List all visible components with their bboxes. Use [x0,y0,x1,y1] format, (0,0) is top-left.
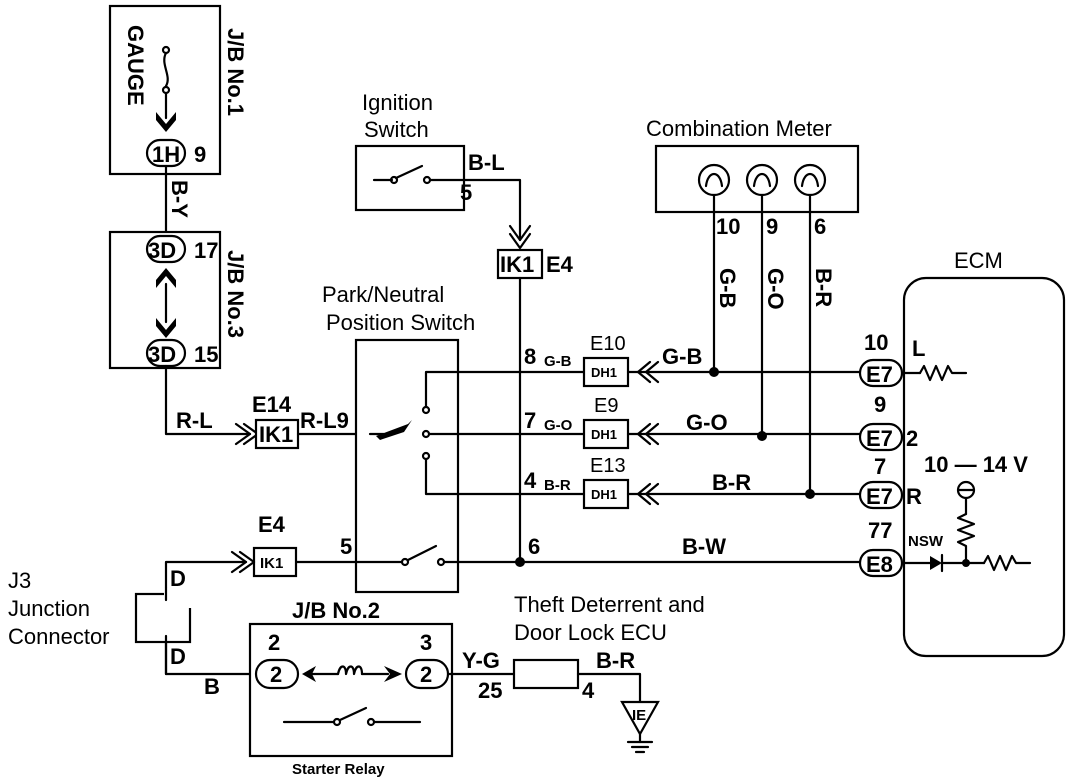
meter-wire-1: G-B [715,268,740,308]
pnp-pin7: 7 [524,408,536,433]
ignition-pin: 5 [460,180,472,205]
jb1-wire-label: B-Y [167,180,192,218]
jb3-connector-top: 3D [148,238,176,263]
ik1-e4-top-code: E4 [546,252,574,277]
jb2-title: J/B No.2 [292,598,380,623]
e10-connector: G-B E10 DH1 [544,333,630,388]
jb1-block: GAUGE J/B No.1 1H 9 [108,4,248,176]
combination-meter: Combination Meter 10 9 6 G-B G-O B-R [646,116,860,310]
ecm-pin4-term: NSW [908,533,944,550]
pnp-pin6: 6 [528,534,540,559]
j3-pin-top: D [170,566,186,591]
e10-code: E10 [590,333,626,355]
j3-line2: Junction [8,596,90,621]
jb2-conn-left: 2 [270,662,282,687]
ignition-switch: Ignition Switch B-L 5 [354,90,505,212]
pnp-title-2: Position Switch [326,310,475,335]
ecm-pin1-num: 10 [864,330,888,355]
theft-deterrent-ecu: Theft Deterrent and Door Lock ECU Y-G 25… [462,592,705,754]
j3-pin-bottom: D [170,644,186,669]
ecm-voltage: 10 — 14 V [924,452,1028,477]
e13-code: E13 [590,455,626,477]
wire-bw-label: B-W [682,534,726,559]
e13-pin-wire: B-R [544,477,571,494]
jb2-pin-left: 2 [268,630,280,655]
ik1-e4-top: IK1 E4 [496,248,574,280]
jb2-pin-right: 3 [420,630,432,655]
jb3-pin-bottom: 15 [194,342,218,367]
starter-relay-label: Starter Relay [292,761,385,778]
jb3-connector-bottom: 3D [148,342,176,367]
meter-wire-3: B-R [811,268,836,307]
pnp-pin8: 8 [524,344,536,369]
j3-wire-label: B [204,674,220,699]
jb1-pin: 9 [194,142,206,167]
e4-low-code: E4 [258,512,286,537]
theft-ecu-line2: Door Lock ECU [514,620,667,645]
e14-connector: E14 IK1 [252,392,300,450]
ecm-pin1-term: L [912,336,925,361]
meter-pin-2: 9 [766,214,778,239]
theft-ecu-wire-out: B-R [596,648,635,673]
meter-pin-3: 6 [814,214,826,239]
meter-pin-1: 10 [716,214,740,239]
jb1-connector: 1H [152,142,180,167]
e13-label: DH1 [591,487,617,502]
ecm-pin2-num: 9 [874,392,886,417]
jb3-title: J/B No.3 [223,250,248,338]
ignition-title-1: Ignition [362,90,433,115]
jb3-pin-top: 17 [194,238,218,263]
ecm-pin3-term: R [906,484,922,509]
ecm-pin4-conn: E8 [866,552,893,577]
wire-br-label: B-R [712,470,751,495]
ecm-pin3-num: 7 [874,454,886,479]
theft-ecu-wire-in: Y-G [462,648,500,673]
e9-code: E9 [594,395,618,417]
pnp-pin9-label: R-L9 [300,408,349,433]
wire-gb-label: G-B [662,344,702,369]
meter-wire-2: G-O [763,268,788,310]
jb3-block: 3D 17 3D 15 J/B No.3 [108,230,248,370]
theft-ecu-line1: Theft Deterrent and [514,592,705,617]
rl-wire-label: R-L [176,408,213,433]
ground-label: IE [632,707,646,724]
e14-code: E14 [252,392,292,417]
e4-low-connector: E4 IK1 [252,512,298,578]
j3-line1: J3 [8,568,31,593]
e10-pin-wire: G-B [544,353,572,370]
combination-meter-title: Combination Meter [646,116,832,141]
pnp-switch: Park/Neutral Position Switch 5 6 8 7 4 [290,282,862,594]
ignition-wire-label: B-L [468,150,505,175]
e14-label: IK1 [259,422,293,447]
ecm-title: ECM [954,248,1003,273]
e13-connector: B-R E13 DH1 [544,455,630,510]
e4-low-label: IK1 [260,555,283,572]
ecm-pin3-conn: E7 [866,484,893,509]
e9-connector: G-O E9 DH1 [544,395,630,450]
theft-ecu-pin-in: 25 [478,678,502,703]
e9-pin-wire: G-O [544,417,573,434]
wire-go-label: G-O [686,410,728,435]
theft-ecu-pin-out: 4 [582,678,595,703]
ecm: ECM 10 E7 L 9 E7 2 7 E7 R 77 E8 NSW 10 —… [858,248,1066,658]
jb1-title: J/B No.1 [223,28,248,116]
ecm-pin4-num: 77 [868,518,892,543]
pnp-title-1: Park/Neutral [322,282,444,307]
ecm-pin2-conn: E7 [866,426,893,451]
jb2-conn-right: 2 [420,662,432,687]
j3-line3: Connector [8,624,110,649]
jb1-fuse-label: GAUGE [123,25,148,106]
e9-label: DH1 [591,427,617,442]
e10-label: DH1 [591,365,617,380]
ignition-title-2: Switch [364,117,429,142]
j3-junction-connector: J3 Junction Connector D D [8,566,198,676]
ik1-e4-top-label: IK1 [500,252,534,277]
ecm-pin2-term: 2 [906,426,918,451]
jb2-block: J/B No.2 2 3 2 2 Starter Relay [248,598,454,778]
pnp-pin4: 4 [524,468,537,493]
pnp-pin5: 5 [340,534,352,559]
ecm-pin1-conn: E7 [866,362,893,387]
